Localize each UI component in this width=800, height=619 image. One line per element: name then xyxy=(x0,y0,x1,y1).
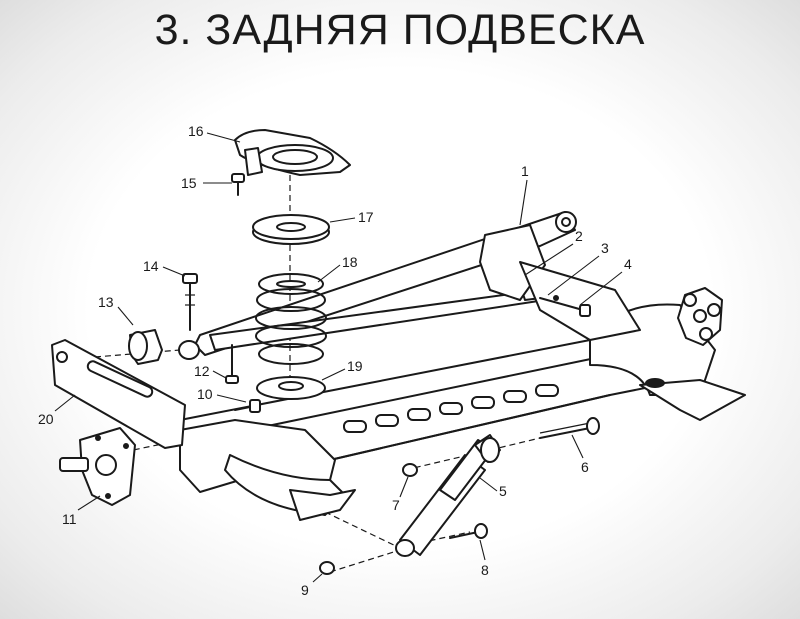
top-mount xyxy=(234,129,351,176)
page-title: 3. ЗАДНЯЯ ПОДВЕСКА xyxy=(154,6,646,54)
right-flange xyxy=(677,287,723,346)
callout-3: 3 xyxy=(601,240,609,256)
callout-19: 19 xyxy=(347,358,363,374)
mount-bolt xyxy=(234,399,261,413)
callout-8: 8 xyxy=(481,562,489,578)
callout-2: 2 xyxy=(575,228,583,244)
callout-5: 5 xyxy=(499,483,507,499)
small-bolt xyxy=(225,344,239,384)
callout-13: 13 xyxy=(98,294,114,310)
callout-12: 12 xyxy=(194,363,210,379)
upper-spring-seat xyxy=(252,214,330,245)
coil-spring xyxy=(255,273,327,365)
lateral-link xyxy=(178,211,577,360)
callout-11: 11 xyxy=(62,511,77,527)
link-bolt xyxy=(182,273,198,331)
nut xyxy=(402,463,418,477)
callout-10: 10 xyxy=(197,386,213,402)
wheel-hub xyxy=(59,427,136,506)
callout-4: 4 xyxy=(624,256,632,272)
leader-lines xyxy=(54,132,623,583)
top-bolt xyxy=(231,173,245,196)
callout-16: 16 xyxy=(188,123,204,139)
callout-9: 9 xyxy=(301,582,309,598)
body-bracket xyxy=(479,224,641,341)
lower-nut xyxy=(319,561,335,575)
callout-18: 18 xyxy=(342,254,358,270)
trailing-arm xyxy=(51,339,186,449)
long-bolt xyxy=(539,417,600,439)
callout-labels: 1 2 3 4 5 6 7 8 9 10 11 12 13 14 15 16 1… xyxy=(38,123,632,598)
shock-bolt xyxy=(449,523,488,539)
callout-20: 20 xyxy=(38,411,54,427)
callout-14: 14 xyxy=(143,258,159,274)
callout-15: 15 xyxy=(181,175,197,191)
callout-6: 6 xyxy=(581,459,589,475)
rear-axle-beam xyxy=(179,303,746,521)
lower-spring-seat xyxy=(256,376,326,400)
callout-7: 7 xyxy=(392,497,400,513)
shock-absorber xyxy=(395,434,501,557)
bushing xyxy=(128,329,163,365)
callout-1: 1 xyxy=(521,163,529,179)
beam-slots xyxy=(343,384,559,433)
callout-17: 17 xyxy=(358,209,374,225)
